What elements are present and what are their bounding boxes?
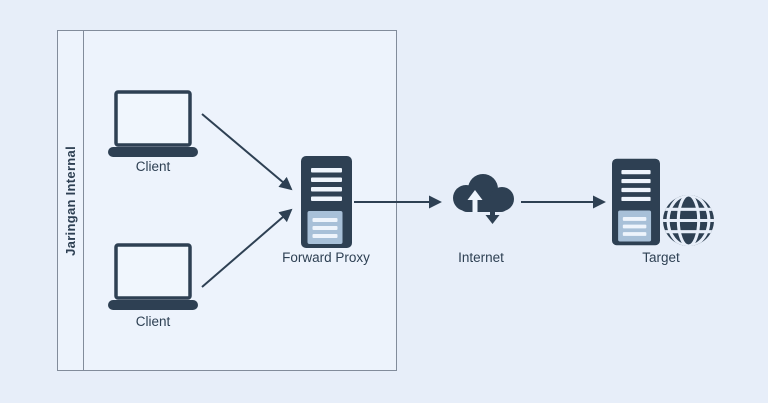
- target-server-icon: [612, 158, 660, 246]
- client1-label: Client: [135, 159, 171, 174]
- client2-label: Client: [135, 314, 171, 329]
- forward-proxy-server-icon: [301, 156, 352, 248]
- internal-network-label-strip: Jaringan Internal: [58, 31, 84, 370]
- internet-label: Internet: [458, 250, 504, 265]
- target-globe-icon: [662, 194, 715, 247]
- client2-laptop-icon: [108, 243, 198, 310]
- internet-cloud-icon: [446, 172, 518, 225]
- forward-proxy-label: Forward Proxy: [282, 250, 370, 265]
- internal-network-label: Jaringan Internal: [63, 145, 78, 256]
- client1-laptop-icon: [108, 90, 198, 157]
- target-label: Target: [642, 250, 680, 265]
